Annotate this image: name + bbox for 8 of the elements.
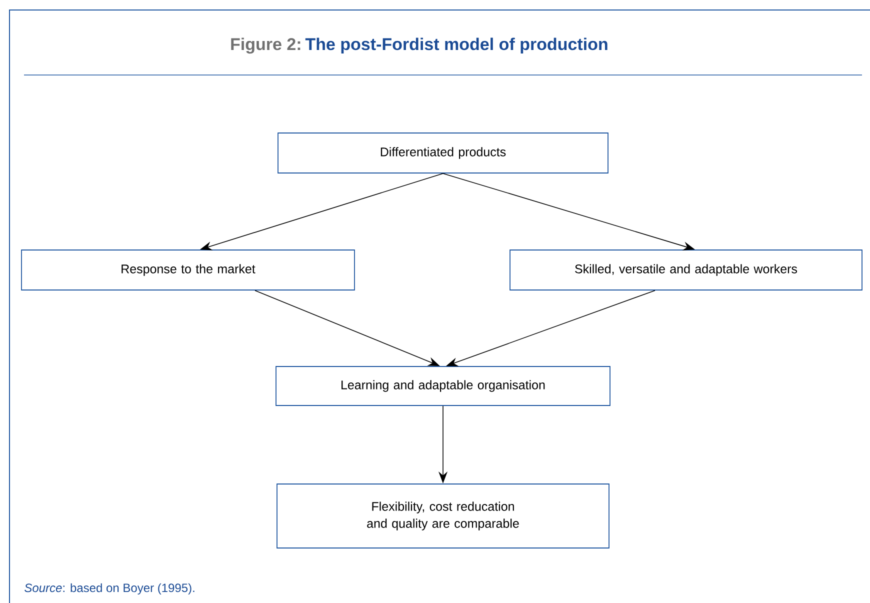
process-box: Flexibility, cost reducation and quality are comparable xyxy=(276,484,610,548)
source-note: Source: based on Boyer (1995). xyxy=(24,583,194,594)
title: The post-Fordist model of production xyxy=(305,38,608,54)
figure-number: Figure 2: xyxy=(231,38,300,54)
process-box: Response to the market xyxy=(21,250,355,290)
process-box: Skilled, versatile and adaptable workers xyxy=(510,250,862,290)
process-box: Learning and adaptable organisation xyxy=(276,366,610,406)
process-box: Differentiated products xyxy=(278,132,608,174)
